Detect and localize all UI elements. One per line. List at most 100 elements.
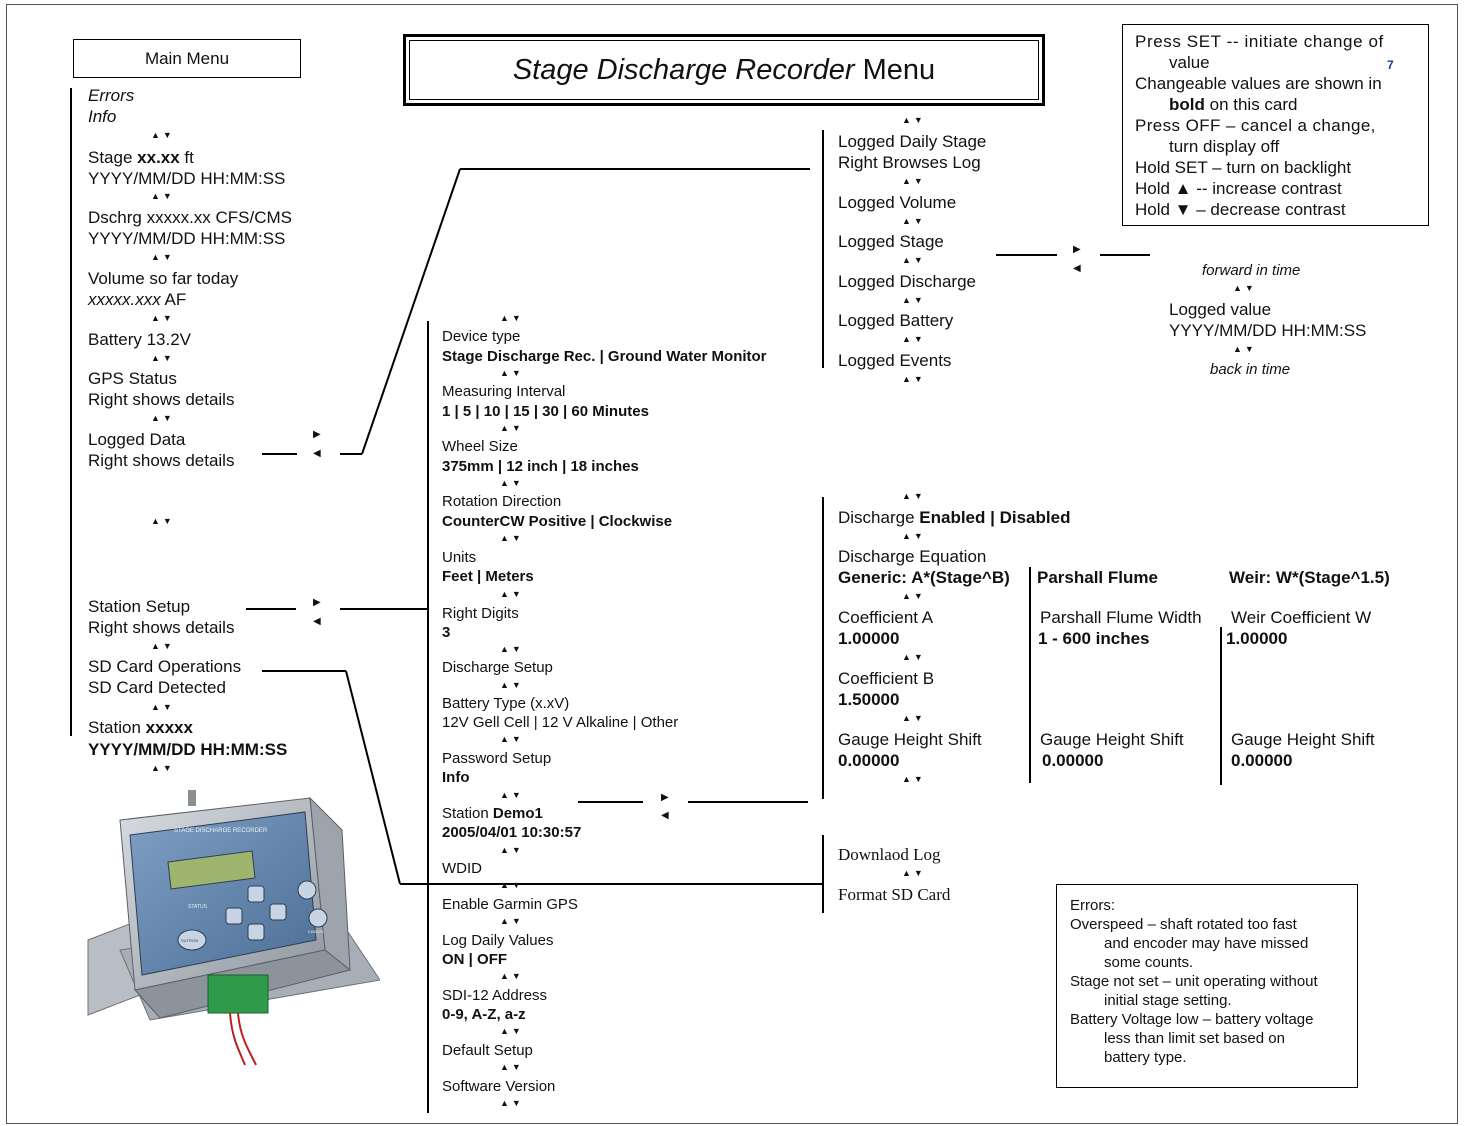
errors-line: Overspeed – shaft rotated too fast [1070,915,1297,934]
browse-back: back in time [1210,360,1290,379]
up-down-arrows: ▲▼ [500,590,524,599]
menu-volume: Volume so far today [88,269,238,288]
setup-password: Password Setup [442,749,551,768]
up-down-arrows: ▲▼ [902,375,926,384]
logged-browses: Right Browses Log [838,153,981,172]
up-down-arrows: ▲▼ [500,314,524,323]
up-down-arrows: ▲▼ [151,517,175,526]
up-down-arrows: ▲▼ [151,764,175,773]
logged-battery: Logged Battery [838,311,953,330]
left-arrow-icon: ◀ [661,811,669,821]
coef-b-value: 1.50000 [838,690,899,709]
discharge-parshall: Parshall Flume [1037,568,1158,587]
up-down-arrows: ▲▼ [151,253,175,262]
up-down-arrows: ▲▼ [500,424,524,433]
menu-info: Info [88,107,116,126]
up-down-arrows: ▲▼ [902,296,926,305]
device-label: STAGE DISCHARGE RECORDER [174,828,268,834]
logged-stage: Logged Stage [838,232,944,251]
weir-bar [1220,627,1222,785]
up-down-arrows: ▲▼ [151,414,175,423]
up-down-arrows: ▲▼ [500,846,524,855]
help-line: Press OFF – cancel a change, [1135,116,1376,135]
setup-default: Default Setup [442,1041,533,1060]
up-down-arrows: ▲▼ [500,534,524,543]
coef-a-value: 1.00000 [838,629,899,648]
main-menu-bar [70,88,72,736]
setup-device-type: Device type [442,327,520,346]
up-down-arrows: ▲▼ [902,217,926,226]
right-arrow-icon: ▶ [661,793,669,803]
up-down-arrows: ▲▼ [500,735,524,744]
right-arrow-icon: ▶ [1073,245,1081,255]
errors-line: Battery Voltage low – battery voltage [1070,1010,1313,1029]
setup-battery-type-value: 12V Gell Cell | 12 V Alkaline | Other [442,713,678,732]
up-down-arrows: ▲▼ [902,492,926,501]
left-arrow-icon: ◀ [313,449,321,459]
setup-menu-bar [427,321,429,1113]
device-photo: STAGE DISCHARGE RECORDER STATUS SUTRON C… [80,790,380,1070]
device-cancel-label: CANCEL [308,929,325,934]
page-number: 7 [1387,56,1394,75]
gauge-shift-parshall: Gauge Height Shift [1040,730,1184,749]
up-down-arrows: ▲▼ [500,681,524,690]
discharge-equation: Discharge Equation [838,547,986,566]
help-line: value [1169,53,1210,72]
menu-sd-card: SD Card Operations [88,657,241,676]
setup-password-value: Info [442,768,470,787]
up-down-arrows: ▲▼ [902,714,926,723]
device-brand-label: SUTRON [181,938,198,943]
discharge-menu-bar [822,497,824,799]
gauge-shift-generic: Gauge Height Shift [838,730,982,749]
up-down-arrows: ▲▼ [902,177,926,186]
setup-sdi: SDI-12 Address [442,986,547,1005]
discharge-weir: Weir: W*(Stage^1.5) [1229,568,1390,587]
errors-line: some counts. [1104,953,1193,972]
up-down-arrows: ▲▼ [500,1099,524,1108]
setup-garmin: Enable Garmin GPS [442,895,578,914]
up-down-arrows: ▲▼ [500,917,524,926]
up-down-arrows: ▲▼ [500,645,524,654]
menu-errors: Errors [88,86,134,105]
setup-log-daily: Log Daily Values [442,931,553,950]
help-line: Press SET -- initiate change of [1135,32,1384,51]
setup-units: Units [442,548,476,567]
parshall-bar [1029,567,1031,783]
weir-coef-value: 1.00000 [1226,629,1287,648]
setup-digits-value: 3 [442,623,450,642]
menu-gps-detail: Right shows details [88,390,234,409]
logged-menu-bar [822,130,824,368]
setup-digits: Right Digits [442,604,519,623]
errors-line: less than limit set based on [1104,1029,1285,1048]
up-down-arrows: ▲▼ [902,775,926,784]
up-down-arrows: ▲▼ [902,653,926,662]
up-down-arrows: ▲▼ [500,479,524,488]
errors-line: and encoder may have missed [1104,934,1308,953]
gauge-shift-generic-value: 0.00000 [838,751,899,770]
errors-line: Stage not set – unit operating without [1070,972,1318,991]
help-box: Press SET -- initiate change of value 7 … [1122,24,1429,226]
coef-a: Coefficient A [838,608,933,627]
browse-forward: forward in time [1202,261,1300,280]
flume-width-value: 1 - 600 inches [1038,629,1150,648]
setup-station: Station Demo1 [442,804,543,823]
setup-units-value: Feet | Meters [442,567,534,586]
logged-events: Logged Events [838,351,951,370]
sd-format: Format SD Card [838,885,950,904]
menu-battery: Battery 13.2V [88,330,191,349]
gauge-shift-weir: Gauge Height Shift [1231,730,1375,749]
up-down-arrows: ▲▼ [500,791,524,800]
sd-download: Downlaod Log [838,845,940,864]
setup-interval: Measuring Interval [442,382,565,401]
title-box: Stage Discharge Recorder Menu [403,34,1045,106]
help-line: Changeable values are shown in [1135,74,1382,93]
up-down-arrows: ▲▼ [902,256,926,265]
device-status-label: STATUS [188,904,208,910]
page-title: Stage Discharge Recorder Menu [406,53,1042,87]
menu-logged-detail: Right shows details [88,451,234,470]
logged-daily-stage: Logged Daily Stage [838,132,986,151]
logged-discharge: Logged Discharge [838,272,976,291]
up-down-arrows: ▲▼ [500,881,524,890]
discharge-generic: Generic: A*(Stage^B) [838,568,1010,587]
menu-sd-card-detail: SD Card Detected [88,678,226,697]
